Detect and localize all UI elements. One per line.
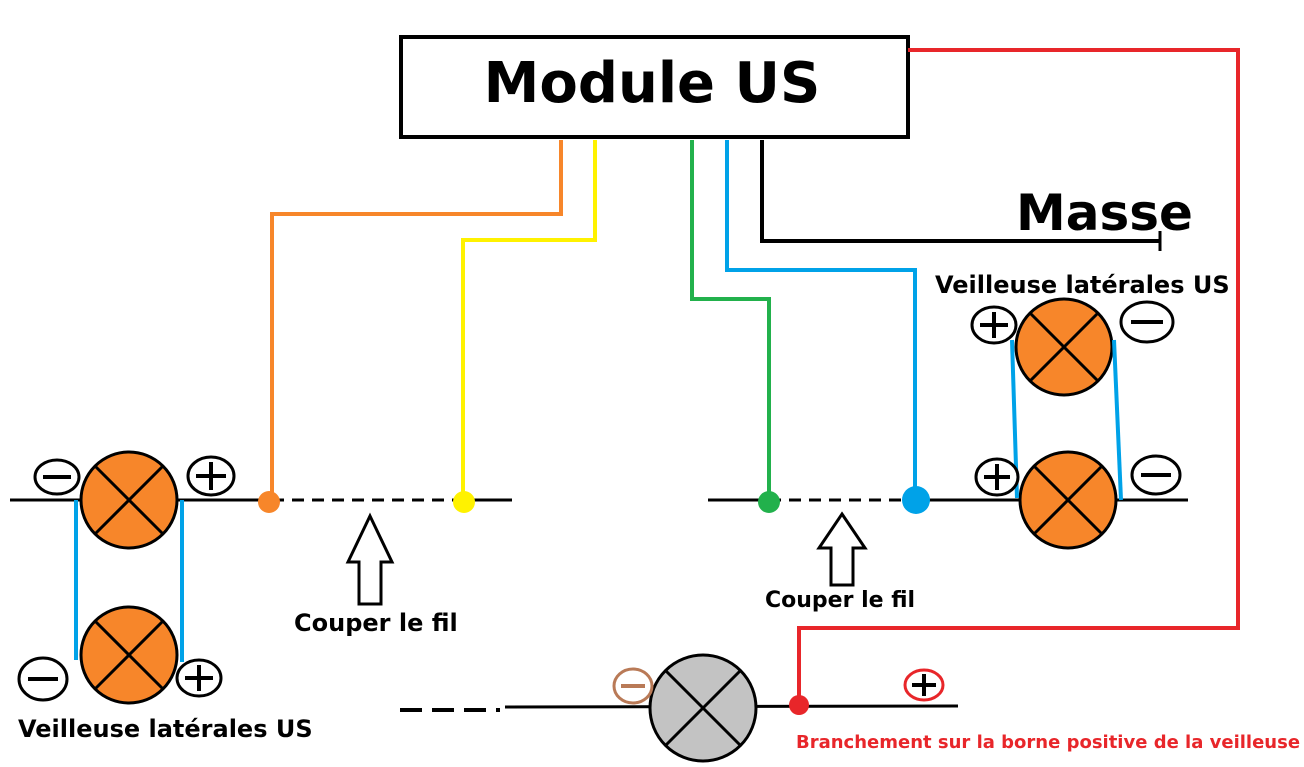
right-top-lamp [1014,297,1114,397]
right-lamp-link-negative [1112,339,1123,501]
blue-connection-dot [902,486,930,514]
orange-connection-dot [258,491,280,513]
left-top-lamp [79,450,179,550]
left-top-plus-terminal [186,455,236,497]
left-top-minus-terminal [33,458,81,496]
yellow-wire [461,140,597,500]
right-cut-label: Couper le fil [765,588,915,613]
right-top-plus-terminal [970,305,1018,345]
left-cut-label: Couper le fil [294,609,458,637]
left-bottom-minus-terminal [17,656,69,702]
ground-wire [760,140,1160,243]
module-us-box: Module US [399,35,910,139]
left-bottom-lamp [79,605,179,705]
bottom-plus-terminal [903,668,945,702]
left-bottom-plus-terminal [175,658,223,698]
right-top-minus-terminal [1119,300,1175,344]
right-cut-arrow [816,511,868,587]
left-lamp-group-label: Veilleuse latérales US [18,715,313,743]
green-connection-dot [758,491,780,513]
module-title: Module US [484,51,821,116]
blue-wire [725,140,917,500]
ground-label: Masse [1016,184,1193,242]
right-bottom-plus-terminal [974,457,1020,497]
bottom-grey-lamp [648,653,758,763]
yellow-connection-dot [453,491,475,513]
orange-wire [270,140,563,500]
bottom-minus-terminal [612,667,654,705]
red-wire [797,48,1240,705]
green-wire [690,140,771,500]
right-bottom-minus-terminal [1130,454,1182,496]
red-connection-dot [789,695,809,715]
bottom-note-label: Branchement sur la borne positive de la … [796,732,1300,753]
right-lamp-group-label: Veilleuse latérales US [935,271,1230,299]
left-cut-arrow [345,512,395,606]
right-bottom-lamp [1018,450,1118,550]
